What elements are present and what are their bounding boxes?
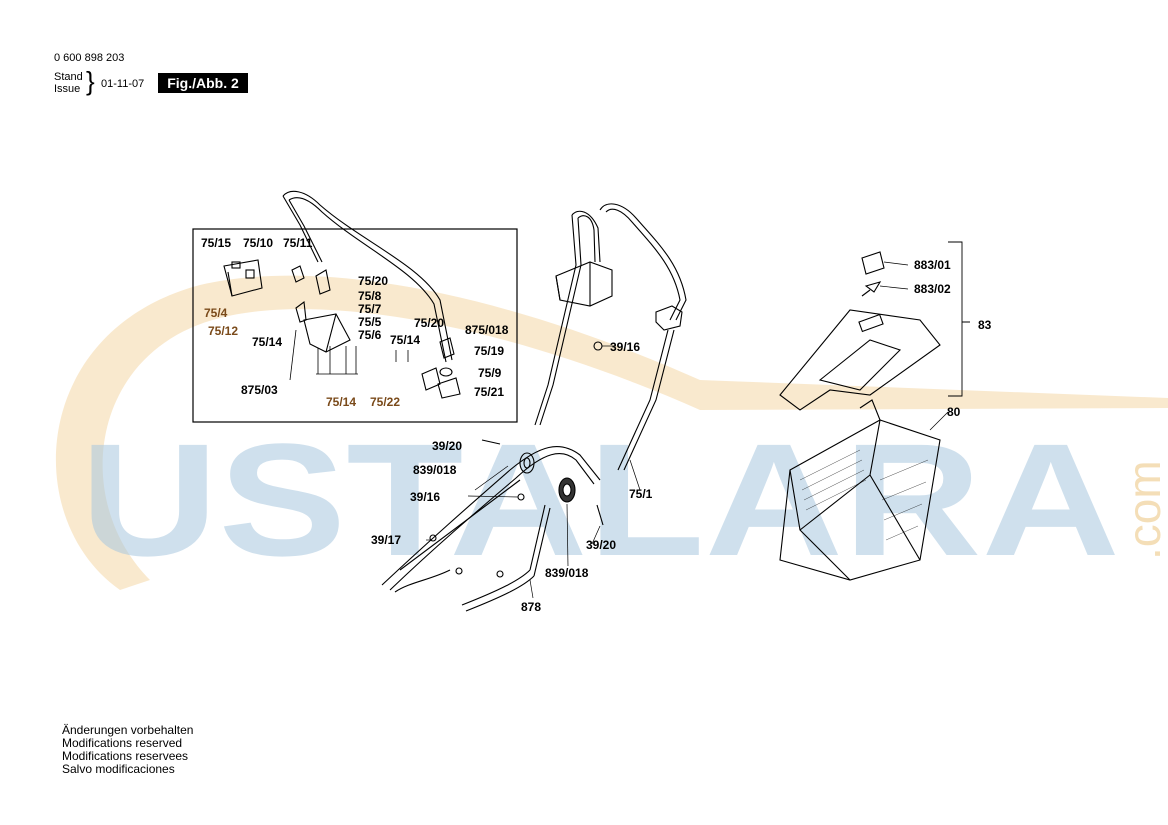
part-number: 0 600 898 203 [54, 52, 125, 64]
label-75-14a: 75/14 [252, 335, 283, 349]
label-75-11: 75/11 [283, 236, 313, 250]
label-875-018: 875/018 [465, 323, 509, 337]
label-75-22: 75/22 [370, 395, 401, 409]
screw-39-20a [481, 439, 501, 445]
label-75-4: 75/4 [204, 306, 228, 320]
label-839-018a: 839/018 [413, 463, 457, 477]
label-75-6: 75/6 [358, 328, 382, 342]
inset-leader-lines [289, 329, 409, 381]
grass-box-lid [779, 309, 941, 411]
figure-label: Fig./Abb. 2 [158, 73, 248, 93]
footer-notes: Änderungen vorbehalten Modifications res… [62, 724, 193, 776]
leader-lines [426, 261, 949, 599]
label-75-7: 75/7 [358, 302, 382, 316]
label-75-12: 75/12 [208, 324, 239, 338]
label-75-15: 75/15 [201, 236, 232, 250]
label-75-10: 75/10 [243, 236, 274, 250]
watermark-swoosh [56, 275, 1168, 590]
cable-clip-right [655, 305, 683, 331]
nut-39-16a [593, 341, 603, 351]
label-75-20b: 75/20 [414, 316, 445, 330]
bracket-83 [948, 241, 970, 397]
label-39-20b: 39/20 [586, 538, 617, 552]
label-75-19: 75/19 [474, 344, 505, 358]
label-75-8: 75/8 [358, 289, 382, 303]
label-80: 80 [947, 405, 961, 419]
issue-date: 01-11-07 [101, 78, 145, 90]
grass-box [779, 399, 941, 581]
label-75-9: 75/9 [478, 366, 502, 380]
upper-handle-left [282, 190, 453, 363]
label-883-02: 883/02 [914, 282, 951, 296]
footer-line-en: Modifications reserved [62, 736, 183, 750]
lower-handle [381, 446, 601, 612]
footer-line-de: Änderungen vorbehalten [62, 723, 194, 737]
nut-lower [455, 567, 463, 575]
footer-line-fr: Modifications reservees [62, 749, 189, 763]
label-75-21: 75/21 [474, 385, 505, 399]
upper-handle-middle [534, 210, 601, 426]
stand-label: Stand [54, 71, 83, 83]
knob-left [519, 452, 535, 474]
label-75-1: 75/1 [629, 487, 653, 501]
footer-line-es: Salvo modificaciones [62, 762, 175, 776]
label-39-16b: 39/16 [410, 490, 441, 504]
brace-icon: } [86, 66, 95, 96]
label-39-16a: 39/16 [610, 340, 641, 354]
label-878: 878 [521, 600, 542, 614]
switch-housing [223, 259, 263, 297]
label-39-17: 39/17 [371, 533, 402, 547]
watermark-text: USTALARA [80, 410, 1120, 589]
watermark-suffix: .com [1118, 460, 1168, 560]
switch-cover [303, 313, 351, 353]
label-75-5: 75/5 [358, 315, 382, 329]
nut-878 [496, 570, 504, 578]
label-875-03: 875/03 [241, 383, 278, 397]
label-883-01: 883/01 [914, 258, 951, 272]
label-75-14b: 75/14 [390, 333, 421, 347]
knob-right [558, 477, 576, 503]
clamp-parts [291, 265, 461, 399]
nut-39-16 [517, 493, 525, 501]
label-75-14c: 75/14 [326, 395, 357, 409]
cable [394, 569, 451, 593]
label-39-20a: 39/20 [432, 439, 463, 453]
label-839-018b: 839/018 [545, 566, 589, 580]
screw-39-20b [596, 504, 604, 526]
part-883-01 [861, 251, 885, 275]
upper-handle-right [599, 203, 687, 471]
switch-box [555, 261, 613, 307]
label-75-20a: 75/20 [358, 274, 389, 288]
issue-label: Issue [54, 83, 81, 95]
detail-inset-box [192, 228, 518, 423]
label-83: 83 [978, 318, 992, 332]
nut-39-17 [429, 534, 437, 542]
part-883-02 [861, 281, 882, 297]
